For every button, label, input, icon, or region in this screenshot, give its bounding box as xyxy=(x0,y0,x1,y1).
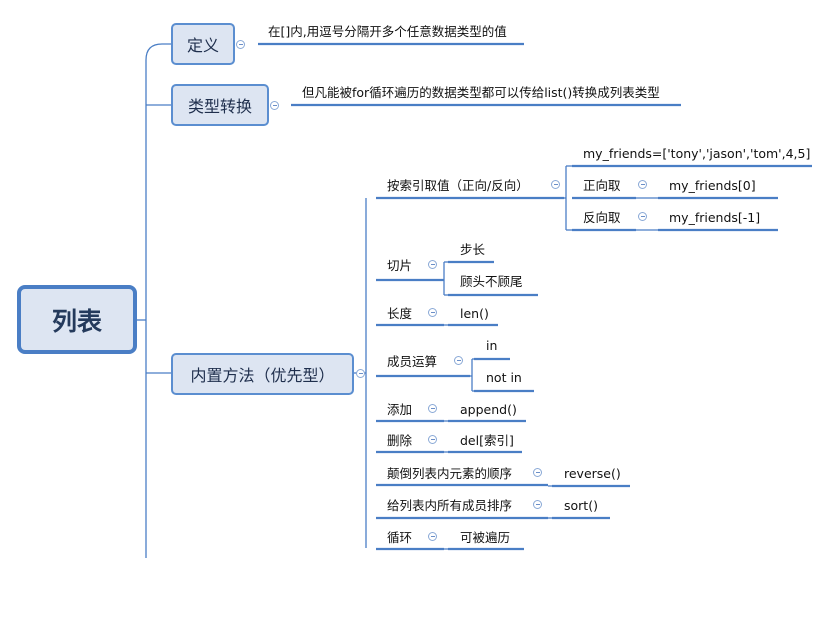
node-definition[interactable]: 定义 xyxy=(171,23,235,65)
collapse-toggle-icon[interactable] xyxy=(428,404,437,413)
slice-item-range: 顾头不顾尾 xyxy=(460,274,523,289)
length-value: len() xyxy=(460,306,489,321)
node-loop[interactable]: 循环 xyxy=(387,530,413,545)
node-type-conversion[interactable]: 类型转换 xyxy=(171,84,269,126)
collapse-toggle-icon[interactable] xyxy=(638,212,647,221)
node-sort[interactable]: 给列表内所有成员排序 xyxy=(387,498,513,513)
append-value: append() xyxy=(460,402,517,417)
node-builtin-methods[interactable]: 内置方法（优先型） xyxy=(171,353,354,395)
node-forward-access[interactable]: 正向取 xyxy=(583,178,621,193)
collapse-toggle-icon[interactable] xyxy=(533,500,542,509)
collapse-toggle-icon[interactable] xyxy=(533,468,542,477)
collapse-toggle-icon[interactable] xyxy=(270,101,279,110)
collapse-toggle-icon[interactable] xyxy=(428,308,437,317)
forward-access-value: my_friends[0] xyxy=(669,178,756,193)
loop-value: 可被遍历 xyxy=(460,530,511,545)
collapse-toggle-icon[interactable] xyxy=(236,40,245,49)
underlines xyxy=(258,42,812,551)
node-length[interactable]: 长度 xyxy=(387,306,413,321)
conversion-detail: 但凡能被for循环遍历的数据类型都可以传给list()转换成列表类型 xyxy=(302,85,660,100)
node-index-access[interactable]: 按索引取值（正向/反向） xyxy=(387,178,529,193)
collapse-toggle-icon[interactable] xyxy=(428,260,437,269)
collapse-toggle-icon[interactable] xyxy=(428,435,437,444)
collapse-toggle-icon[interactable] xyxy=(428,532,437,541)
node-slice[interactable]: 切片 xyxy=(387,258,413,273)
delete-value: del[索引] xyxy=(460,433,514,448)
definition-detail: 在[]内,用逗号分隔开多个任意数据类型的值 xyxy=(268,24,507,39)
index-example: my_friends=['tony','jason','tom',4,5] xyxy=(583,146,811,161)
node-reverse[interactable]: 颠倒列表内元素的顺序 xyxy=(387,466,513,481)
collapse-toggle-icon[interactable] xyxy=(638,180,647,189)
slice-item-step: 步长 xyxy=(460,242,486,257)
node-delete[interactable]: 删除 xyxy=(387,433,413,448)
collapse-toggle-icon[interactable] xyxy=(551,180,560,189)
sub-connectors xyxy=(443,165,658,550)
sort-value: sort() xyxy=(564,498,598,513)
node-append[interactable]: 添加 xyxy=(387,402,413,417)
backward-access-value: my_friends[-1] xyxy=(669,210,761,225)
node-membership[interactable]: 成员运算 xyxy=(387,354,438,369)
membership-item-not-in: not in xyxy=(486,370,522,385)
root-node[interactable]: 列表 xyxy=(17,285,137,354)
reverse-value: reverse() xyxy=(564,466,621,481)
membership-item-in: in xyxy=(486,338,498,353)
collapse-toggle-icon[interactable] xyxy=(356,369,365,378)
node-backward-access[interactable]: 反向取 xyxy=(583,210,621,225)
collapse-toggle-icon[interactable] xyxy=(454,356,463,365)
